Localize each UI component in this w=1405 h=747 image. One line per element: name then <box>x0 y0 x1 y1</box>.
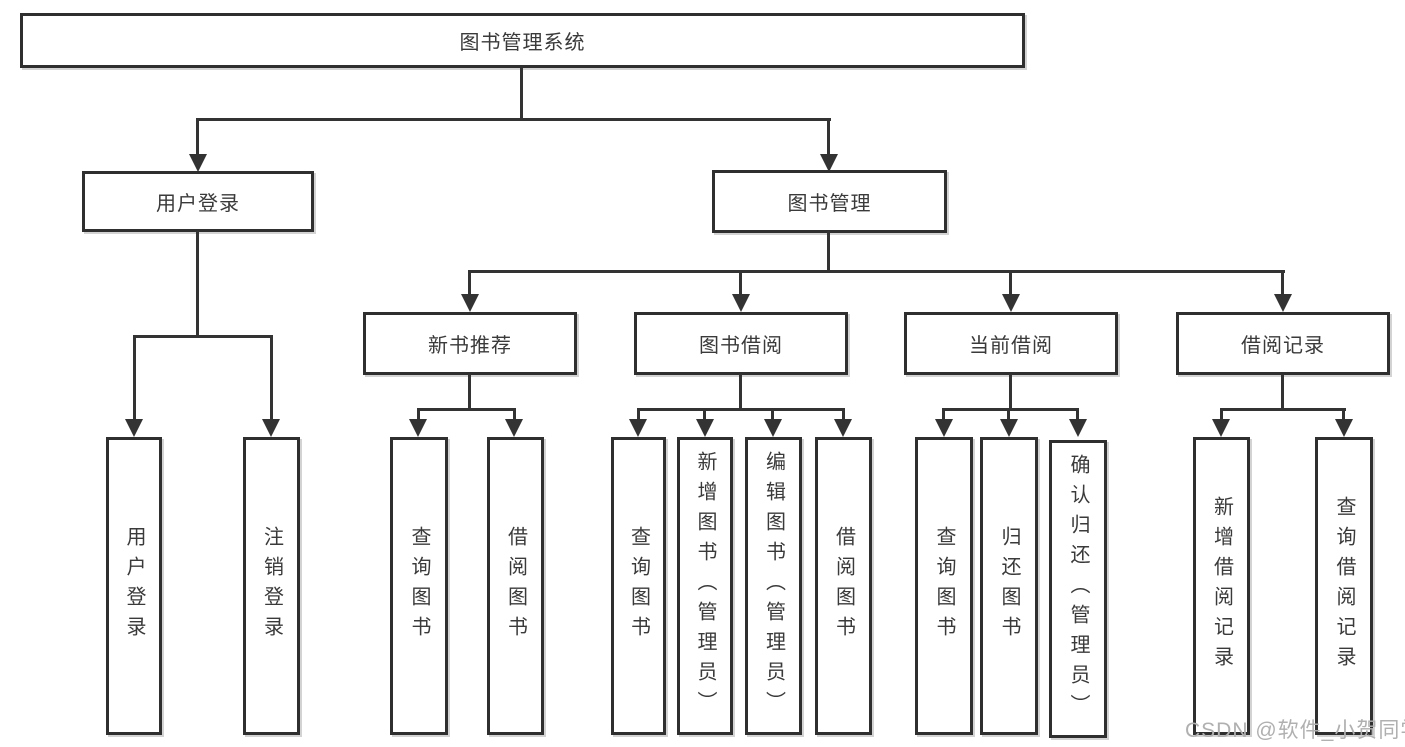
leaf-label: 查询图书 <box>933 526 955 646</box>
arrowhead-down-icon <box>189 154 207 172</box>
connector-hline <box>196 118 831 121</box>
leaf-newbook-borrow: 借阅图书 <box>487 437 544 735</box>
leaf-current-query: 查询图书 <box>915 437 973 735</box>
arrowhead-down-icon <box>1335 419 1353 437</box>
leaf-borrow-borrow: 借阅图书 <box>815 437 872 735</box>
leaf-record-query: 查询借阅记录 <box>1315 437 1373 735</box>
connector-stem <box>1281 270 1284 296</box>
arrowhead-down-icon <box>505 419 523 437</box>
connector-hline <box>133 335 273 338</box>
leaf-current-confirm-admin: 确认归还（管理员） <box>1049 440 1107 738</box>
connector-vline <box>196 231 199 337</box>
connector-stem <box>637 408 640 421</box>
leaf-label: 新增借阅记录 <box>1210 496 1233 676</box>
connector-hline <box>637 408 845 411</box>
arrowhead-down-icon <box>1212 419 1230 437</box>
arrowhead-down-icon <box>1000 419 1018 437</box>
connector-stem <box>196 118 199 156</box>
arrowhead-down-icon <box>125 419 143 437</box>
connector-stem <box>942 408 945 421</box>
leaf-label: 注销登录 <box>260 526 283 646</box>
connector-stem <box>827 118 830 156</box>
node-current-borrow: 当前借阅 <box>904 312 1118 375</box>
arrowhead-down-icon <box>1002 294 1020 312</box>
leaf-label: 归还图书 <box>998 526 1020 646</box>
connector-stem <box>1009 270 1012 296</box>
leaf-label: 新增图书（管理员） <box>694 451 716 721</box>
connector-stem <box>703 408 706 421</box>
leaf-label: 查询借阅记录 <box>1333 496 1355 676</box>
connector-stem <box>739 270 742 296</box>
arrowhead-down-icon <box>1274 294 1292 312</box>
leaf-newbook-query: 查询图书 <box>390 437 448 735</box>
arrowhead-down-icon <box>1069 419 1087 437</box>
connector-stem <box>270 335 273 421</box>
connector-stem <box>468 270 471 296</box>
arrowhead-down-icon <box>409 419 427 437</box>
node-user-login: 用户登录 <box>82 171 314 232</box>
arrowhead-down-icon <box>696 419 714 437</box>
connector-hline <box>942 408 1079 411</box>
leaf-label: 用户登录 <box>123 526 145 646</box>
arrowhead-down-icon <box>732 294 750 312</box>
connector-vline <box>739 374 742 410</box>
connector-hline <box>417 408 516 411</box>
connector-stem <box>842 408 845 421</box>
connector-stem <box>1076 408 1079 421</box>
watermark: CSDN @软件_小贺同学 <box>1185 719 1405 742</box>
connector-stem <box>133 335 136 421</box>
leaf-user-login: 用户登录 <box>106 437 162 735</box>
leaf-borrow-query: 查询图书 <box>611 437 666 735</box>
leaf-label: 查询图书 <box>408 526 430 646</box>
leaf-borrow-add-admin: 新增图书（管理员） <box>677 437 733 735</box>
leaf-logout: 注销登录 <box>243 437 300 735</box>
connector-stem <box>417 408 420 421</box>
arrowhead-down-icon <box>820 154 838 172</box>
connector-hline <box>468 270 1285 273</box>
arrowhead-down-icon <box>262 419 280 437</box>
connector-vline <box>520 68 523 121</box>
connector-stem <box>1342 408 1345 421</box>
leaf-borrow-edit-admin: 编辑图书（管理员） <box>745 437 802 735</box>
node-book-borrow: 图书借阅 <box>634 312 848 375</box>
leaf-label: 确认归还（管理员） <box>1067 454 1089 724</box>
connector-stem <box>513 408 516 421</box>
arrowhead-down-icon <box>834 419 852 437</box>
node-new-book: 新书推荐 <box>363 312 577 375</box>
connector-vline <box>468 374 471 410</box>
leaf-label: 编辑图书（管理员） <box>762 451 785 721</box>
leaf-label: 查询图书 <box>627 526 650 646</box>
connector-stem <box>771 408 774 421</box>
connector-vline <box>1281 374 1284 410</box>
connector-stem <box>1007 408 1010 421</box>
node-root: 图书管理系统 <box>20 13 1025 68</box>
connector-stem <box>1220 408 1223 421</box>
leaf-record-add: 新增借阅记录 <box>1193 437 1250 735</box>
connector-vline <box>1009 374 1012 410</box>
arrowhead-down-icon <box>764 419 782 437</box>
connector-hline <box>1220 408 1346 411</box>
node-book-mgmt: 图书管理 <box>712 170 947 233</box>
leaf-label: 借阅图书 <box>832 526 855 646</box>
connector-vline <box>827 231 830 272</box>
arrowhead-down-icon <box>629 419 647 437</box>
leaf-current-return: 归还图书 <box>980 437 1038 735</box>
leaf-label: 借阅图书 <box>504 526 527 646</box>
arrowhead-down-icon <box>935 419 953 437</box>
arrowhead-down-icon <box>461 294 479 312</box>
node-borrow-record: 借阅记录 <box>1176 312 1390 375</box>
